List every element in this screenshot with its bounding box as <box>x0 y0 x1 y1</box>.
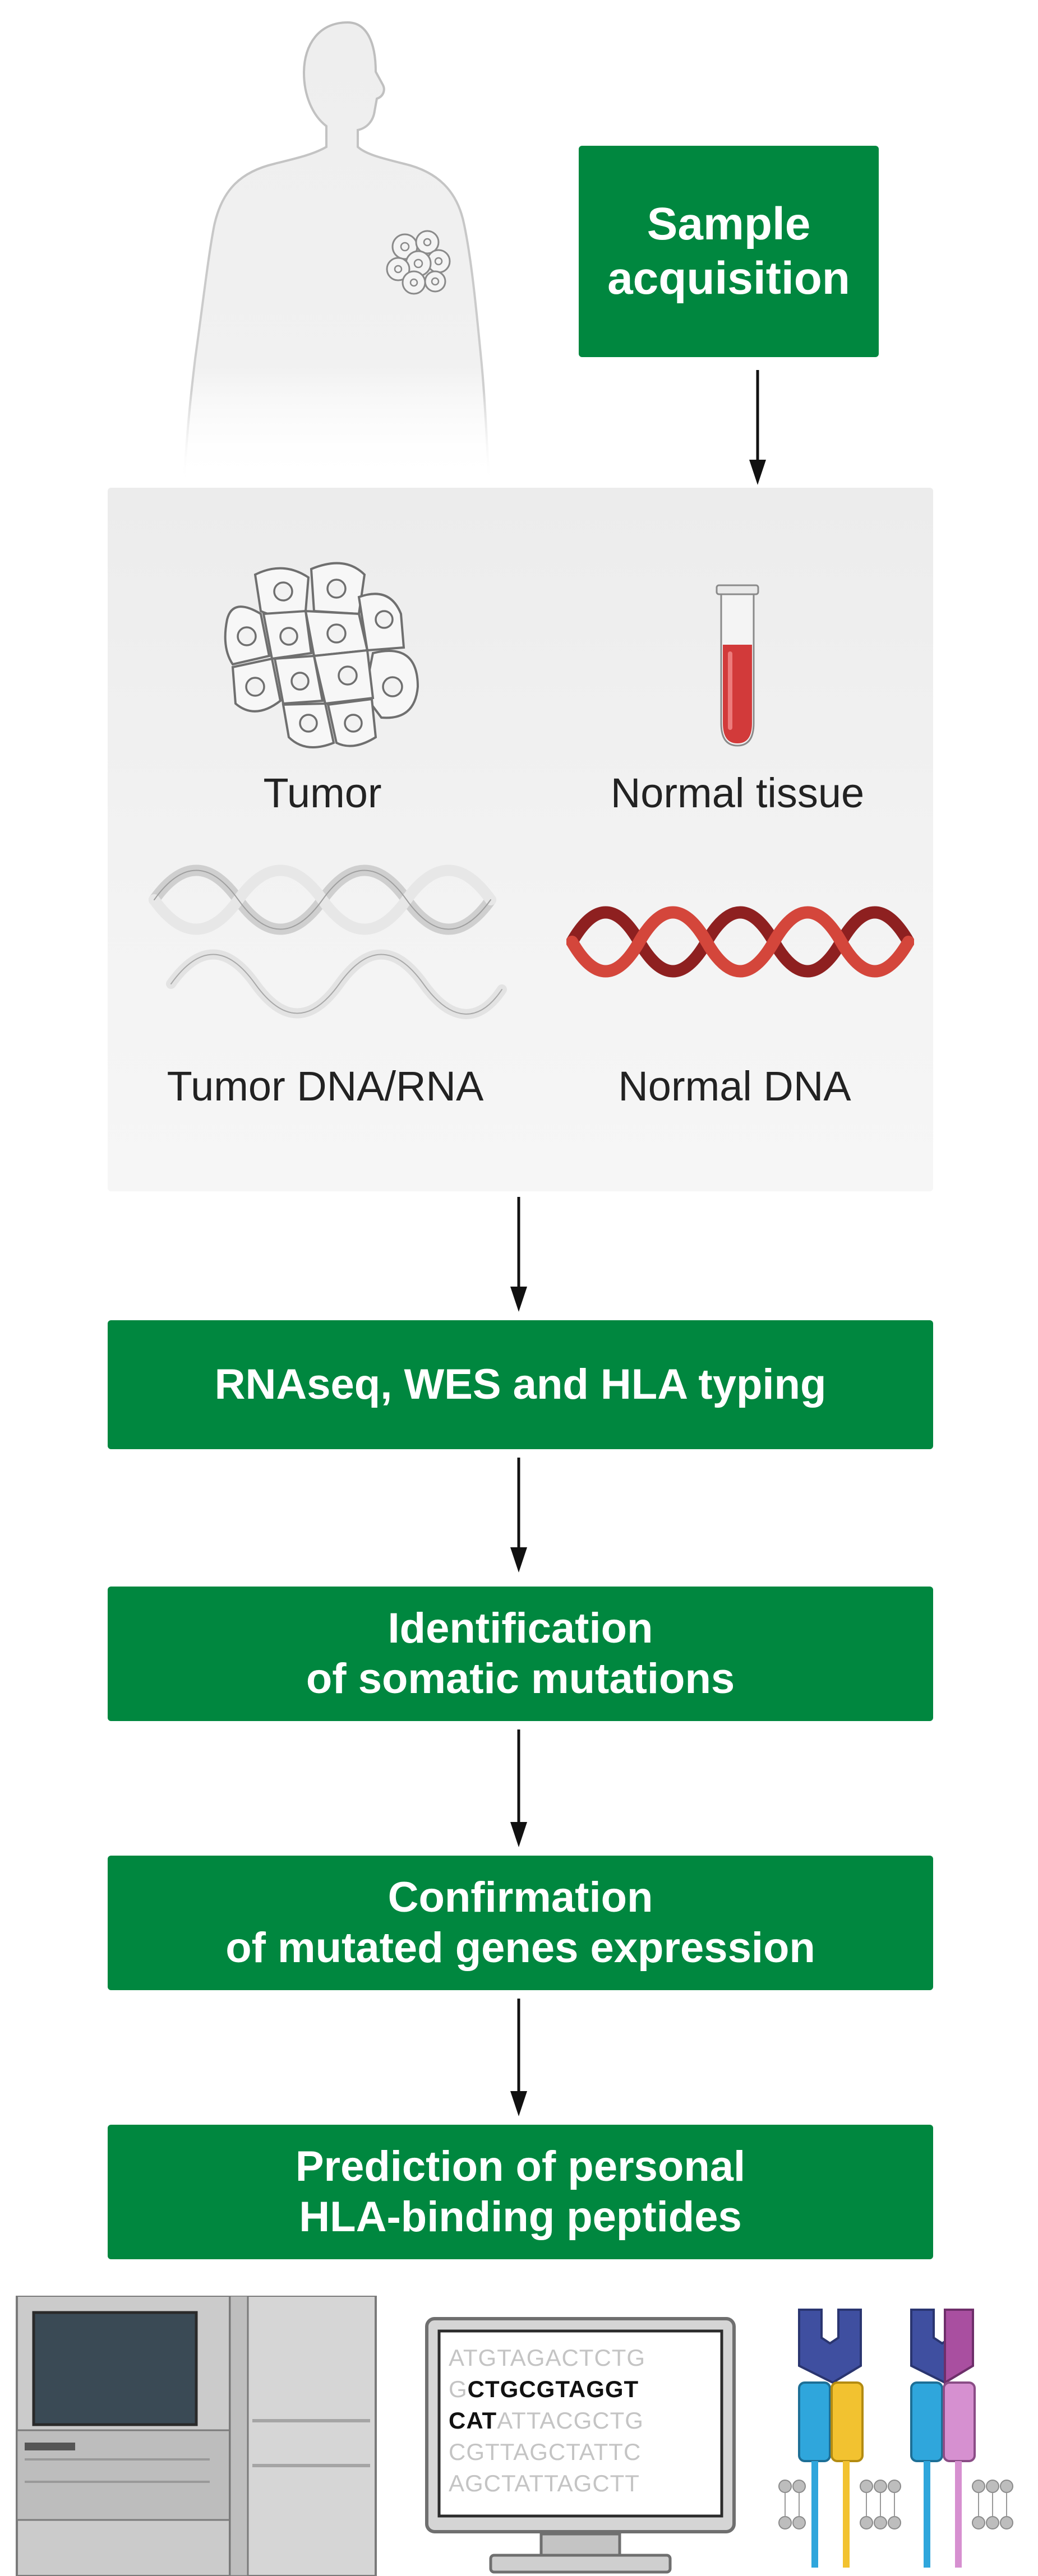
sample-acquisition-box: Sample acquisition <box>579 146 879 357</box>
confirmation-line-1: Confirmation <box>387 1874 653 1922</box>
sequence-line-2-bold: CTGCGTAGGT <box>467 2376 639 2402</box>
sample-acquisition-line-1: Sample <box>647 198 811 249</box>
arrow-down-1 <box>749 370 766 485</box>
tumor-label: Tumor <box>263 770 382 816</box>
sequence-line-3-dim: ATTACGCTG <box>497 2407 644 2434</box>
computer-monitor-icon <box>425 2317 736 2574</box>
arrow-down-5 <box>510 1999 527 2116</box>
identification-line-2: of somatic mutations <box>306 1655 735 1703</box>
normal-dna-label: Normal DNA <box>618 1063 851 1109</box>
sequence-line-3-bold: CAT <box>449 2407 497 2434</box>
sequence-line-4: CGTTAGCTATTC <box>449 2440 641 2464</box>
human-silhouette-icon <box>182 21 491 482</box>
confirmation-line-2: of mutated genes expression <box>225 1924 815 1972</box>
samples-panel <box>108 488 933 1191</box>
prediction-box: Prediction of personal HLA-binding pepti… <box>108 2125 933 2259</box>
sequencing-line-1: RNAseq, WES and HLA typing <box>214 1361 827 1409</box>
normal-tissue-label: Normal tissue <box>610 770 865 816</box>
prediction-line-2: HLA-binding peptides <box>299 2193 742 2241</box>
sequence-line-1: ATGTAGACTCTG <box>449 2346 645 2370</box>
arrow-down-2 <box>510 1197 527 1312</box>
sequence-line-1-text: ATGTAGACTCTG <box>449 2344 646 2371</box>
sequence-line-2: GCTGCGTAGGT <box>449 2378 639 2401</box>
blood-tube-icon <box>716 584 759 747</box>
normal-dna-helix-icon <box>566 906 914 978</box>
tumor-cells-icon <box>224 562 419 748</box>
sequence-line-4-text: CGTTAGCTATTC <box>449 2439 642 2465</box>
chest-tumor-icon <box>386 230 451 295</box>
tumor-dna-rna-label: Tumor DNA/RNA <box>167 1063 484 1109</box>
confirmation-box: Confirmation of mutated genes expression <box>108 1856 933 1990</box>
sequence-line-2-dim: G <box>449 2376 468 2402</box>
identification-line-1: Identification <box>387 1604 653 1653</box>
sequence-line-5: AGCTATTAGCTT <box>449 2472 640 2495</box>
sequence-line-5-text: AGCTATTAGCTT <box>449 2470 640 2496</box>
prediction-line-1: Prediction of personal <box>295 2143 746 2191</box>
sequencer-machine-icon <box>16 2296 377 2576</box>
arrow-down-4 <box>510 1729 527 1847</box>
sequence-line-3: CATATTACGCTG <box>449 2409 644 2432</box>
sample-acquisition-line-2: acquisition <box>607 252 850 304</box>
identification-box: Identification of somatic mutations <box>108 1587 933 1721</box>
arrow-down-3 <box>510 1458 527 1573</box>
tumor-dna-helix-icon <box>149 864 507 1019</box>
sequencing-box: RNAseq, WES and HLA typing <box>108 1320 933 1449</box>
hla-receptor-icon <box>778 2309 1013 2568</box>
